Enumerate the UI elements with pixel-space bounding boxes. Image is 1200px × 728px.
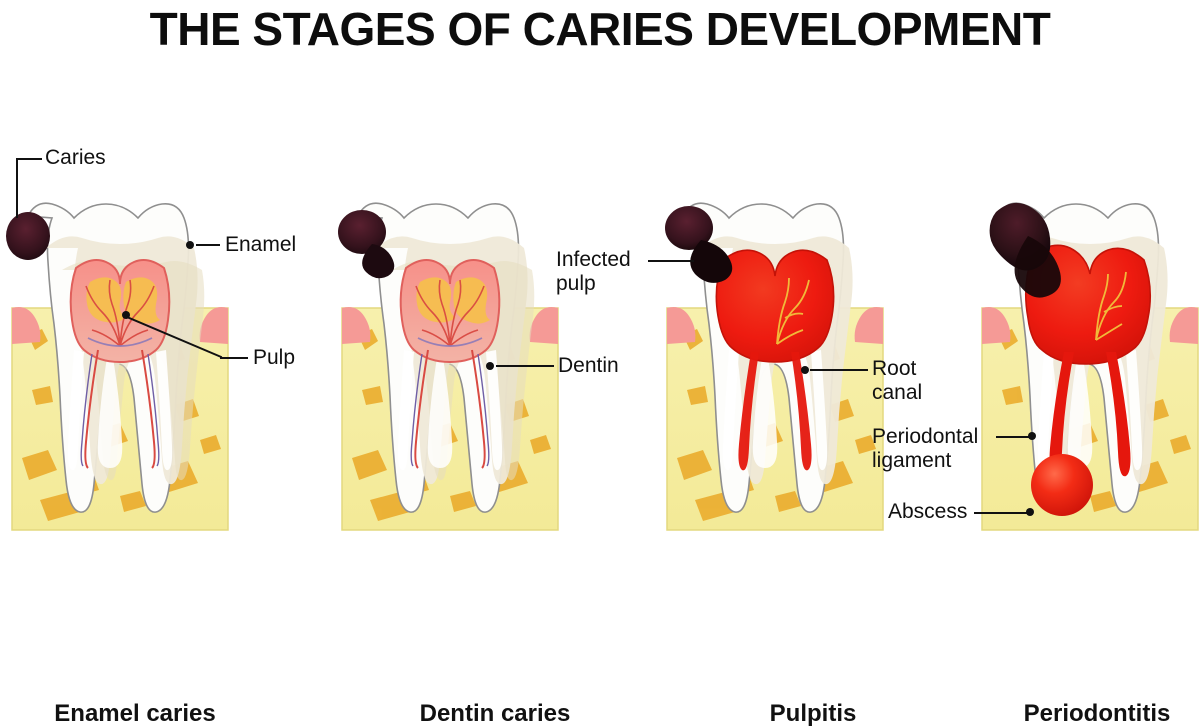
pulp-chamber-gap xyxy=(752,352,778,468)
root-canal-left xyxy=(67,350,84,471)
leader-periodontal-ligament xyxy=(996,436,1032,438)
pulp-vessels xyxy=(415,279,485,347)
caries-deep-extension xyxy=(690,240,733,283)
leader-caries-horizontal xyxy=(16,158,42,160)
root-vessels xyxy=(414,349,486,469)
pulp-chamber-gap xyxy=(1067,352,1093,468)
caries-lesion xyxy=(665,206,713,250)
root-nerves xyxy=(80,353,160,467)
label-periodontal-ligament-line2: ligament xyxy=(872,449,952,472)
tooth-illustration-pulpitis xyxy=(625,140,925,560)
caries-lesion xyxy=(338,210,386,254)
label-infected-pulp: Infected pulp xyxy=(556,248,631,296)
root-canal-left xyxy=(1037,350,1054,471)
diagram-canvas: THE STAGES OF CARIES DEVELOPMENT xyxy=(0,3,1200,727)
dot-dentin xyxy=(486,362,494,370)
infected-root-canal-right xyxy=(791,352,812,471)
leader-abscess xyxy=(974,512,1030,514)
dot-root-canal xyxy=(801,366,809,374)
panel-pulpitis: Pulpitis xyxy=(625,140,925,727)
caption-periodontitis: Periodontitis xyxy=(1023,700,1171,727)
leader-caries-vertical xyxy=(16,158,18,218)
leader-infected-pulp xyxy=(648,260,694,262)
infected-root-canal-left xyxy=(738,352,759,471)
tooth-illustration-enamel-caries xyxy=(0,140,270,560)
abscess xyxy=(1031,454,1093,516)
dot-periodontal-ligament xyxy=(1028,432,1036,440)
caries-dentin-extension xyxy=(362,244,395,279)
label-abscess: Abscess xyxy=(888,500,968,523)
panel-enamel-caries: Caries Enamel Pulp Enamel caries xyxy=(0,140,296,727)
label-infected-pulp-line1: Infected xyxy=(556,248,631,271)
caries-channel xyxy=(1014,236,1061,298)
gum-tissue-left xyxy=(342,307,371,344)
dot-pulp xyxy=(122,311,130,319)
gum-tissue-left xyxy=(982,307,1011,344)
label-enamel: Enamel xyxy=(225,233,297,256)
gum-tissue-right xyxy=(199,307,228,344)
caption-enamel-caries: Enamel caries xyxy=(54,700,216,727)
pulp-chamber-gap xyxy=(427,352,453,468)
pulp-chamber-gap xyxy=(97,352,123,468)
root-canal-right xyxy=(811,350,828,471)
label-pulp: Pulp xyxy=(253,346,296,369)
gum-tissue-right xyxy=(854,307,883,344)
root-canal-left xyxy=(722,350,739,471)
tooth-illustration-periodontitis xyxy=(940,140,1200,560)
root-canal-left xyxy=(397,350,414,471)
pulp-nerve xyxy=(87,337,153,347)
root-nerves xyxy=(410,353,490,467)
leader-root-canal xyxy=(810,369,868,371)
root-canal-right xyxy=(486,350,503,471)
panel-periodontitis: Periodontitis xyxy=(940,140,1200,727)
dot-enamel xyxy=(186,241,194,249)
dot-abscess xyxy=(1026,508,1034,516)
root-canal-right xyxy=(1126,350,1143,471)
infected-root-canal-left xyxy=(1049,352,1074,477)
gum-tissue-right xyxy=(529,307,558,344)
label-periodontal-ligament: Periodontal ligament xyxy=(872,425,978,473)
leader-pulp-horizontal xyxy=(220,357,248,359)
label-caries: Caries xyxy=(45,146,106,169)
label-dentin: Dentin xyxy=(558,354,619,377)
pulp-vessels xyxy=(85,279,155,347)
label-root-canal-line2: canal xyxy=(872,381,923,404)
leader-dentin xyxy=(496,365,554,367)
pulp-nerve xyxy=(417,337,483,347)
root-vessels xyxy=(84,349,156,469)
caption-pulpitis: Pulpitis xyxy=(769,700,857,727)
panel-dentin-caries: Dentin Dentin caries xyxy=(300,140,619,727)
gum-tissue-left xyxy=(12,307,41,344)
gum-tissue-left xyxy=(667,307,696,344)
label-periodontal-ligament-line1: Periodontal xyxy=(872,425,979,448)
label-root-canal: Root canal xyxy=(872,357,922,405)
infected-pulp-vessels xyxy=(1095,271,1127,341)
caption-dentin-caries: Dentin caries xyxy=(419,700,571,727)
pulp-core xyxy=(416,277,456,323)
page-title: THE STAGES OF CARIES DEVELOPMENT xyxy=(149,3,1051,55)
root-canal-right xyxy=(156,350,173,471)
pulp-core xyxy=(86,277,126,323)
label-root-canal-line1: Root xyxy=(872,357,917,380)
leader-enamel xyxy=(196,244,220,246)
label-infected-pulp-line2: pulp xyxy=(556,272,596,295)
caries-lesion xyxy=(6,212,50,260)
infected-pulp-vessels xyxy=(776,277,810,345)
tooth-illustration-dentin-caries xyxy=(300,140,600,560)
gum-tissue-right xyxy=(1169,307,1198,344)
infected-root-canal-right xyxy=(1106,352,1131,477)
infected-pulp-chamber xyxy=(715,249,835,363)
